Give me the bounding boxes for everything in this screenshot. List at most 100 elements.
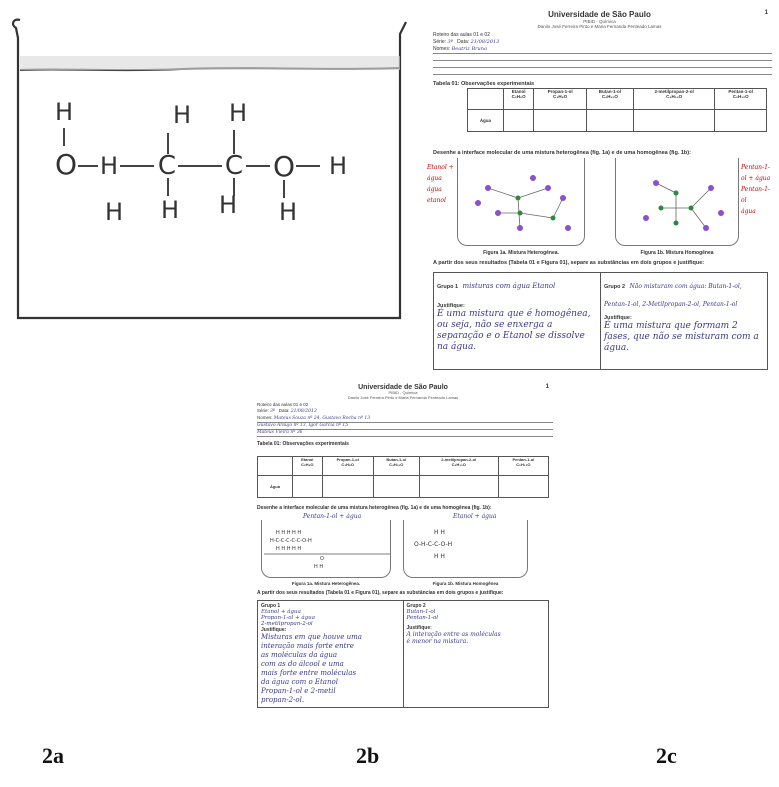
atom-h-top-2: H xyxy=(173,101,191,129)
structure-homogeneous: H H O-H-C-C-O-H H H xyxy=(414,529,452,560)
justify-line-6: da água com o Etanol xyxy=(261,678,338,686)
group-1: Grupo 1 misturas com água Etanol Justifi… xyxy=(434,273,600,369)
figure-1b-caption: Figura 1b. Mistura Homogênea xyxy=(640,250,714,256)
atom-o-left: O xyxy=(55,148,77,181)
row-agua: Água xyxy=(467,109,504,132)
justify-line-5: mais forte entre moléculas xyxy=(261,669,357,677)
figure-1a-box: H H H H H H-C-C-C-C-C-O-H H H H H H O H … xyxy=(261,520,391,578)
nomes-line-3: Mateus Vieira nº 36 xyxy=(257,430,553,437)
page-number: 1 xyxy=(764,10,768,16)
nomes-value: Beatriz Bruna xyxy=(451,46,487,52)
justify-line-1: Misturas em que houve uma xyxy=(261,633,362,641)
cell-etanol xyxy=(291,475,323,498)
cell-pentanol xyxy=(714,109,767,132)
group-2-line-2: Pentan-1-ol xyxy=(406,615,439,621)
data-label: Data: xyxy=(457,39,470,45)
panel-label-2b: 2b xyxy=(356,743,380,768)
justify2-line-1: A interação entre as moléculas xyxy=(406,631,501,638)
cell-propanol xyxy=(533,109,587,132)
figure-1b-box xyxy=(615,158,739,246)
justify-text-1: É uma mistura que é homogênea, ou seja, … xyxy=(437,309,591,352)
justify-line-7: Propan-1-ol e 2-metil xyxy=(261,687,336,695)
group-1-line-3: 2-metilpropan-2-ol xyxy=(261,621,313,627)
right-notes: Pentan-1-ol + água Pentan-1-ol água xyxy=(741,164,771,215)
figure-1b-box: H H O-H-C-C-O-H H H xyxy=(403,520,528,578)
atom-h-bottom-1: H xyxy=(161,196,179,224)
left-notes: Etanol + água água etanol xyxy=(427,164,454,204)
nomes-line-2: Gustavo Araujo nº 13, Igor Garcia nº 15 xyxy=(257,423,553,430)
data-label: Data: xyxy=(278,408,290,413)
atom-o-right: O xyxy=(273,150,295,183)
separate-instruction: A partir dos seus resultados (Tabela 01 … xyxy=(433,260,705,266)
group-2-line-1: Butan-1-ol xyxy=(406,609,436,615)
draw-instruction: Desenhe a interface molecular de uma mis… xyxy=(433,150,691,156)
molecules-heterogeneous xyxy=(475,175,571,231)
structure-heterogeneous: H H H H H H-C-C-C-C-C-O-H H H H H H O H … xyxy=(264,530,390,570)
header-fields: Roteiro das aulas 01 e 02 Série: 3º Data… xyxy=(427,32,772,75)
justify-line-2: interação mais forte entre xyxy=(261,642,354,650)
figure-1a-caption: Figura 1a. Mistura Heterogênea. xyxy=(291,581,361,586)
empty-header xyxy=(467,88,504,110)
worksheet-2c: 1 Universidade de São Paulo PIBID - Quím… xyxy=(253,382,553,712)
beaker-drawing-panel: H H H O H C C O H H H H H xyxy=(2,8,412,348)
justify-label-2: Justifique: xyxy=(406,625,432,631)
authors: Danilo José Ferreira Pinto e Maria Ferna… xyxy=(347,394,459,400)
atom-c-2: C xyxy=(225,151,243,181)
atom-c-1: C xyxy=(158,151,176,181)
group-1-title: Grupo 1 xyxy=(261,603,281,609)
serie-value: 3º xyxy=(270,409,276,414)
justify2-line-2: é menor na mistura. xyxy=(406,638,469,645)
figure-1a-box xyxy=(457,158,585,246)
justify-label-1: Justifique: xyxy=(261,627,287,633)
atom-h-top-3: H xyxy=(229,99,247,127)
department: PIBID - Química xyxy=(583,19,616,24)
group-2: Grupo 2 Não misturam com água: Butan-1-o… xyxy=(600,273,767,369)
justify-label-2: Justifique: xyxy=(604,315,632,321)
svg-text:O-H-C-C-O-H: O-H-C-C-O-H xyxy=(414,541,452,548)
nomes-row: Nomes: Beatriz Bruna xyxy=(433,46,772,54)
cell-pentanol xyxy=(497,475,550,498)
atom-h-top-1: H xyxy=(55,98,73,126)
draw-instruction: Desenhe a interface molecular de uma mis… xyxy=(257,505,492,511)
svg-text:H H: H H xyxy=(434,553,445,560)
department: PIBID - Química xyxy=(388,390,418,395)
figure-1b-caption: Figura 1b. Mistura Homogênea xyxy=(432,581,499,586)
svg-text:H H: H H xyxy=(434,529,445,536)
data-value: 21/08/2013 xyxy=(470,39,500,45)
table-title: Tabela 01: Observações experimentais xyxy=(433,81,535,87)
justify-text-2: É uma mistura que formam 2 fases, que nã… xyxy=(604,321,759,353)
molecules-homogeneous xyxy=(643,180,724,231)
group-1-line-2: Propan-1-ol + água xyxy=(261,615,315,621)
group-2-title: Grupo 2 xyxy=(604,284,626,290)
atom-h-right: H xyxy=(329,152,347,180)
separate-instruction: A partir dos seus resultados (Tabela 01 … xyxy=(257,590,504,596)
svg-text:O: O xyxy=(320,556,324,562)
groups-table: Grupo 1 Etanol + água Propan-1-ol + água… xyxy=(257,600,549,708)
group-1: Grupo 1 Etanol + água Propan-1-ol + água… xyxy=(258,601,403,707)
page-number: 1 xyxy=(545,384,549,390)
justify-line-3: as moléculas da água xyxy=(261,651,338,659)
roteiro: Roteiro das aulas 01 e 02 xyxy=(433,32,490,38)
header-fields: Roteiro das aulas 01 e 02 Série: 3º Data… xyxy=(253,402,553,437)
group-2-hand: Não misturam com água: Butan-1-ol, Penta… xyxy=(604,283,742,308)
serie-label: Série: xyxy=(257,408,269,413)
justify-line-8: propan-2-ol. xyxy=(261,696,305,704)
figure-1a-caption: Figura 1a. Mistura Heterogênea. xyxy=(483,250,559,256)
cell-propanol xyxy=(321,475,374,498)
cell-metilpropanol xyxy=(418,475,499,498)
group-1-hand: misturas com água Etanol xyxy=(462,282,556,290)
authors: Danilo José Ferreira Pinto e Maria Ferna… xyxy=(537,24,662,29)
svg-text:H-C-C-C-C-C-O-H: H-C-C-C-C-C-O-H xyxy=(270,538,312,544)
university-title: Universidade de São Paulo xyxy=(358,384,448,391)
